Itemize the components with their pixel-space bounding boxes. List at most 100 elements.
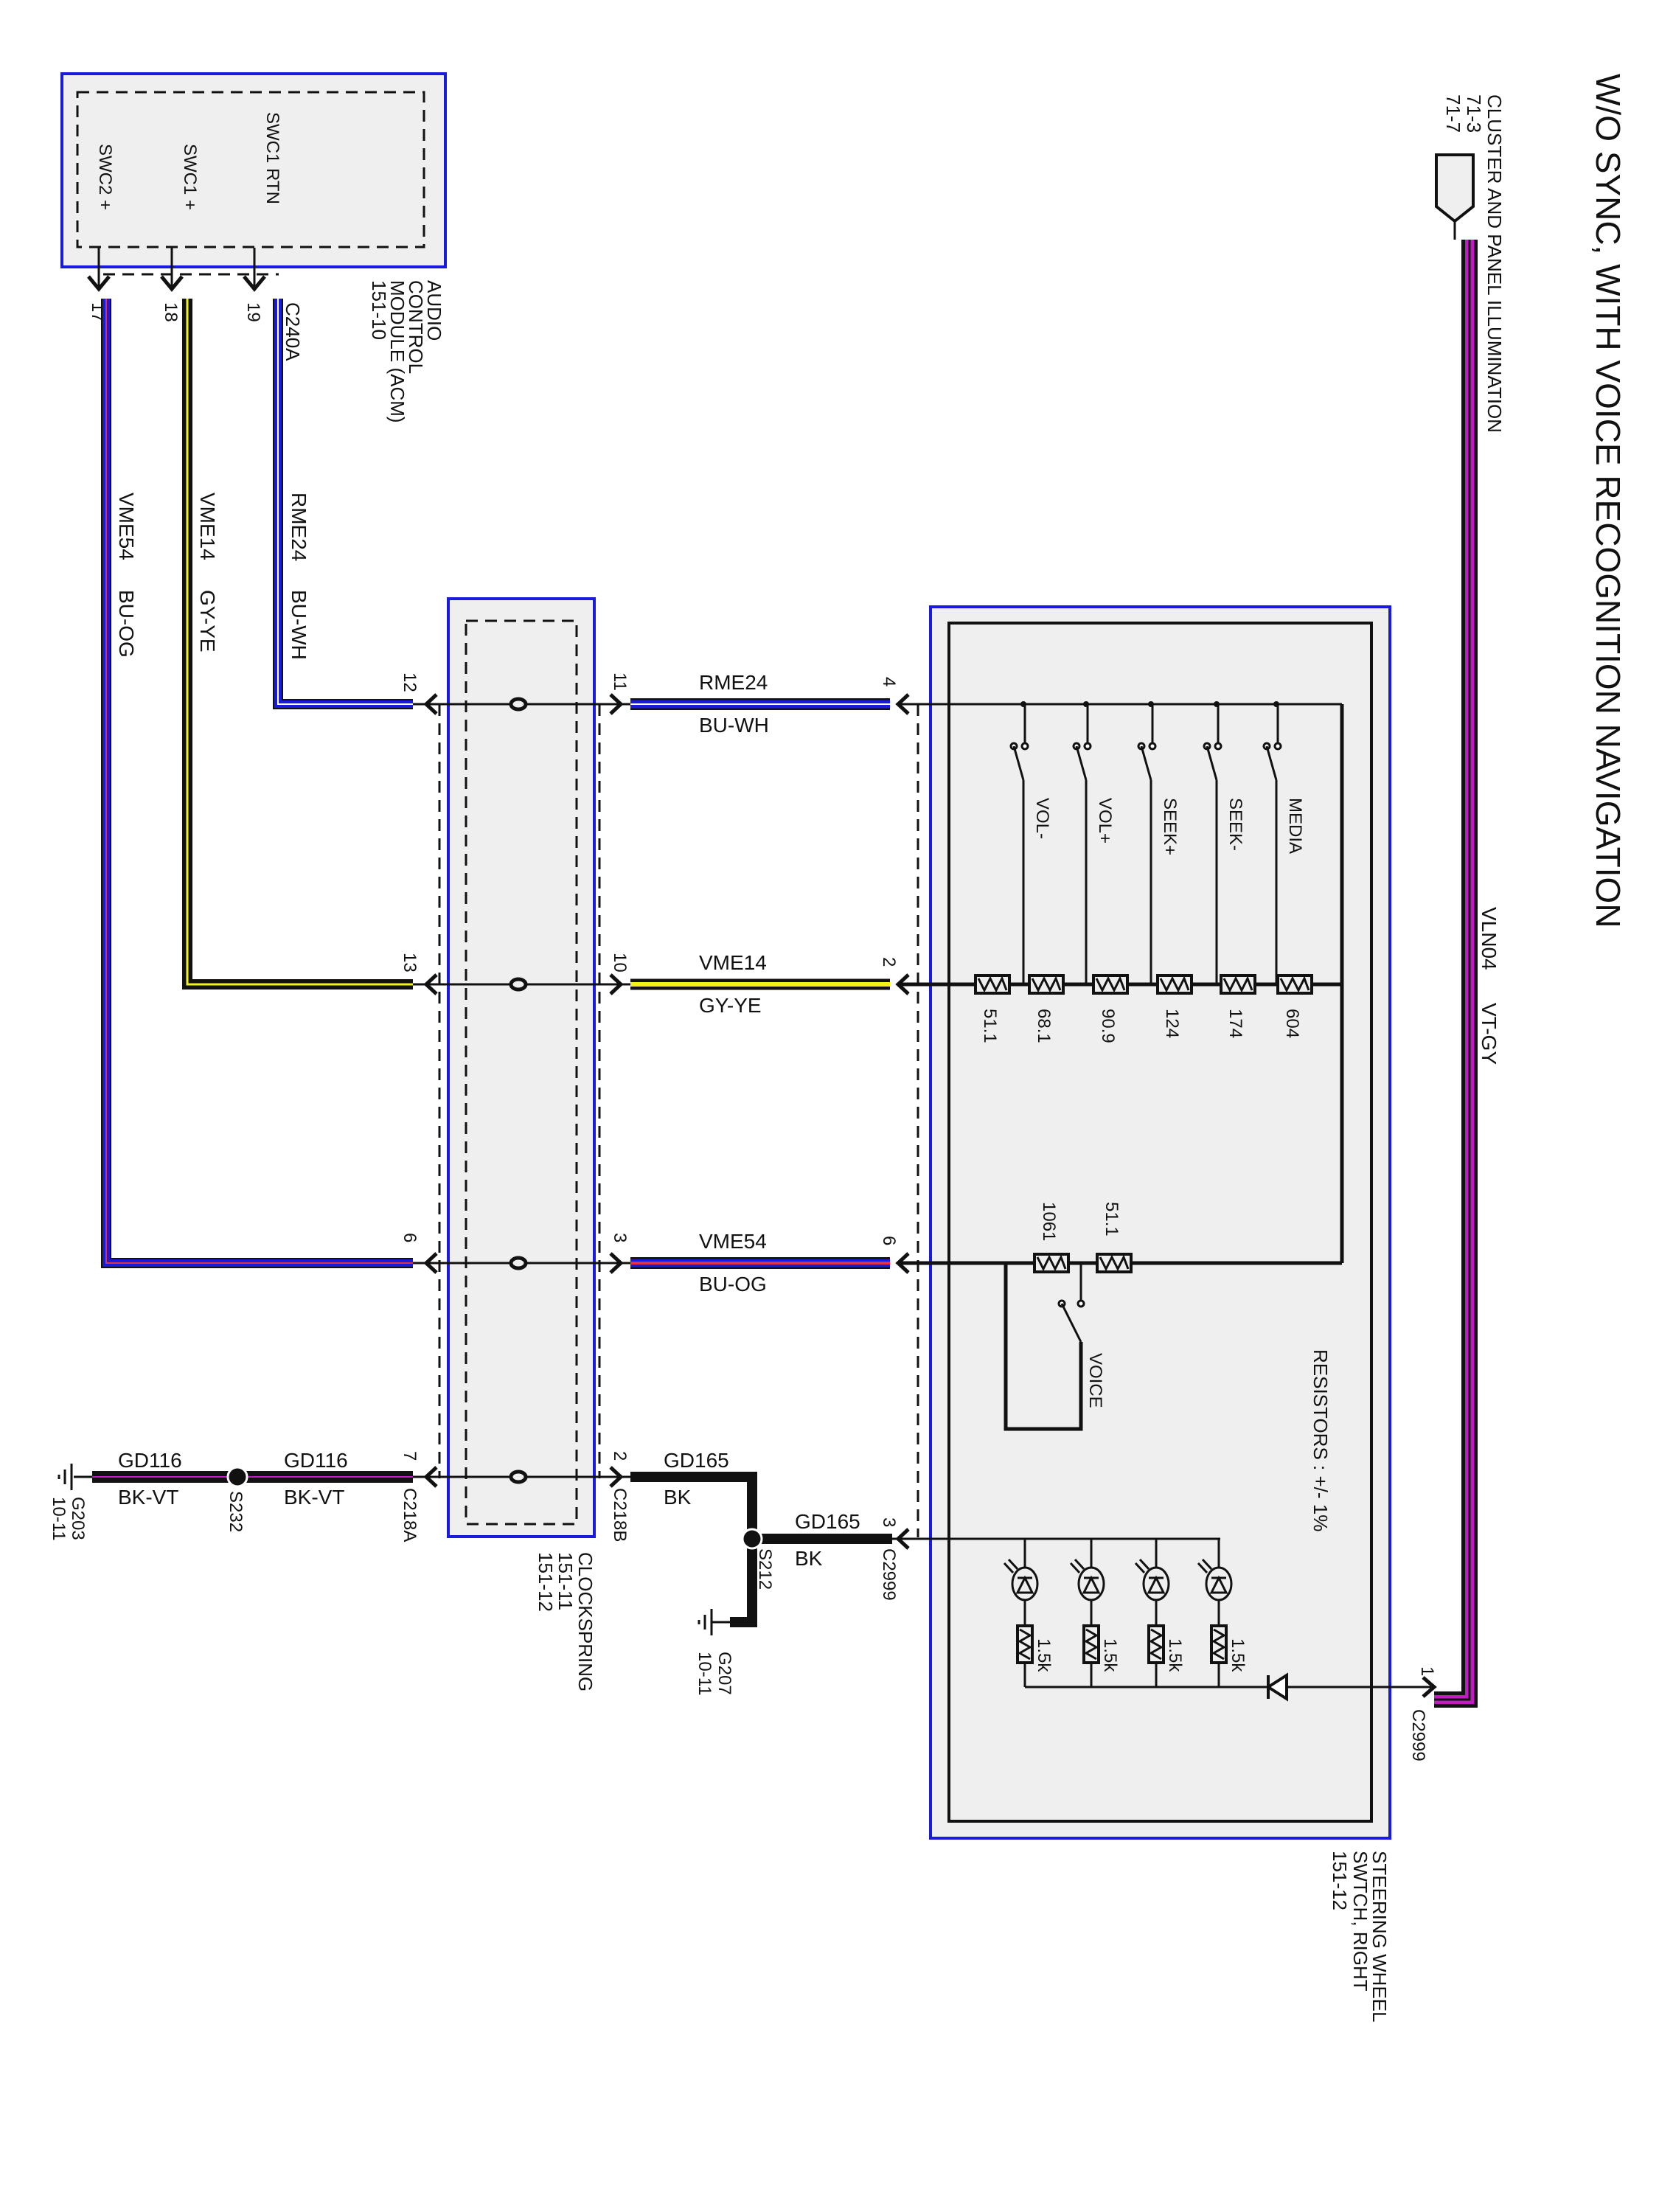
switch-pin-3: 3 bbox=[879, 1517, 899, 1527]
button-label-1: SEEK- bbox=[1225, 798, 1245, 851]
clockspring-left-connector-icon bbox=[423, 1252, 438, 1274]
led-resistor-value: 1.5k bbox=[1034, 1638, 1054, 1672]
wire-vme14-mid: VME14 GY-YE bbox=[630, 951, 890, 1017]
switch-illum-connector: C2999 bbox=[1408, 1709, 1428, 1761]
gd165-color-2: BK bbox=[795, 1547, 823, 1570]
clockspring-pin-right-2: 2 bbox=[610, 1451, 630, 1461]
ground-g203-ref: 10-11 bbox=[49, 1497, 69, 1541]
switch-pin-6: 6 bbox=[879, 1236, 899, 1245]
wire-vme14-left-color: GY-YE bbox=[196, 590, 219, 653]
acm-pin-label-swc1-rtn: SWC1 RTN bbox=[262, 112, 282, 204]
voice-resistor-value: 51.1 bbox=[1102, 1202, 1121, 1237]
switch-connector-icon bbox=[895, 973, 910, 995]
switch-name-line-2: SWTCH, RIGHT bbox=[1349, 1851, 1371, 1992]
switch-connector-pin3-label: C2999 bbox=[879, 1548, 899, 1601]
clockspring-connector-left: C218A bbox=[400, 1488, 420, 1542]
acm-name-line-4: 151-10 bbox=[368, 280, 390, 340]
ground-g207-icon bbox=[698, 1609, 730, 1635]
ladder-resistor-value: 68.1 bbox=[1034, 1009, 1054, 1043]
wire-vme54-left: VME54 BU-OG bbox=[101, 299, 413, 1268]
led-icon bbox=[1142, 1566, 1170, 1601]
clockspring-pin-left-13: 13 bbox=[400, 953, 420, 973]
wire-rme24-mid: RME24 BU-WH bbox=[630, 671, 890, 737]
wire-vln04: VLN04 VT-GY bbox=[1434, 240, 1500, 1708]
cluster-illumination-source: CLUSTER AND PANEL ILLUMINATION 71-3 71-7 bbox=[1435, 94, 1506, 433]
wire-vme14-mid-circuit: VME14 bbox=[699, 951, 767, 974]
wire-rme24-left-circuit: RME24 bbox=[288, 493, 310, 561]
gd116-color-1: BK-VT bbox=[118, 1486, 178, 1509]
wire-vme54-mid-color: BU-OG bbox=[699, 1273, 767, 1295]
resistor-tolerance-note: RESISTORS : +/- 1% bbox=[1310, 1349, 1332, 1531]
clockspring-left-connector-icon bbox=[423, 973, 438, 995]
cluster-ref-2: 71-7 bbox=[1442, 94, 1464, 133]
splice-s232-icon bbox=[226, 1466, 248, 1488]
acm-pin-label-swc2-plus: SWC2 + bbox=[95, 144, 115, 210]
switch-name-line-3: 151-12 bbox=[1329, 1851, 1351, 1910]
wire-rme24-mid-circuit: RME24 bbox=[699, 671, 768, 694]
button-label-0: MEDIA bbox=[1285, 798, 1305, 854]
diode-icon bbox=[1265, 1672, 1288, 1702]
voice-resistor-value: 1061 bbox=[1039, 1202, 1059, 1241]
clockspring-right-connector-icon bbox=[609, 693, 624, 715]
wire-vme14-left: VME14 GY-YE bbox=[182, 299, 413, 990]
voice-switch-icon bbox=[1060, 1303, 1082, 1343]
acm-pin18-connector-icon bbox=[160, 275, 184, 292]
ground-g203-icon bbox=[58, 1464, 73, 1490]
clockspring-coil-icon bbox=[509, 697, 528, 712]
switch-name-line-1: STEERING WHEEL bbox=[1368, 1851, 1391, 2023]
clockspring-connector-right: C218B bbox=[610, 1488, 630, 1542]
audio-control-module: SWC1 RTN SWC1 + SWC2 + 19 18 17 C240A AU… bbox=[60, 72, 447, 423]
switch-illum-pin: 1 bbox=[1417, 1666, 1437, 1676]
voice-label: VOICE bbox=[1085, 1353, 1105, 1408]
ground-gd165: GD165 BK GD165 BK S212 G207 10-11 bbox=[630, 1449, 903, 1696]
led-resistor-value: 1.5k bbox=[1228, 1638, 1248, 1672]
cluster-label: CLUSTER AND PANEL ILLUMINATION bbox=[1484, 94, 1506, 433]
ladder-resistor-value: 124 bbox=[1162, 1009, 1182, 1038]
clockspring-pin-right-3: 3 bbox=[610, 1233, 630, 1242]
wire-vme14-mid-color: GY-YE bbox=[699, 994, 762, 1017]
button-switch-seek-icon bbox=[1206, 745, 1218, 781]
gd165-circuit-1: GD165 bbox=[664, 1449, 729, 1472]
acm-pin17-connector-icon bbox=[87, 275, 111, 292]
splice-s212-label: S212 bbox=[755, 1548, 775, 1590]
switch-pin-2: 2 bbox=[879, 957, 899, 967]
acm-pin19-connector-icon bbox=[243, 275, 266, 292]
led-resistor-value: 1.5k bbox=[1165, 1638, 1185, 1672]
ground-g207-ref: 10-11 bbox=[695, 1652, 714, 1696]
button-label-3: VOL+ bbox=[1095, 798, 1115, 844]
clockspring-right-connector-icon bbox=[609, 973, 624, 995]
acm-pin-label-swc1-plus: SWC1 + bbox=[180, 144, 200, 210]
wire-vln04-color: VT-GY bbox=[1478, 1003, 1500, 1065]
button-switch-vol-icon bbox=[1075, 745, 1088, 781]
gd116-color-2: BK-VT bbox=[284, 1486, 344, 1509]
acm-connector-label: C240A bbox=[282, 302, 304, 361]
ground-gd116: GD116 BK-VT GD116 BK-VT S232 G203 10-11 bbox=[49, 1449, 435, 1541]
clockspring-pin-left-7: 7 bbox=[400, 1451, 420, 1461]
cluster-connector-icon bbox=[1435, 153, 1475, 223]
diagram-title: W/O SYNC, WITH VOICE RECOGNITION NAVIGAT… bbox=[1589, 74, 1627, 928]
clockspring-name-line-3: 151-12 bbox=[535, 1552, 557, 1612]
button-switch-mediaicon bbox=[1265, 745, 1278, 781]
acm-name-line-1: AUDIO bbox=[423, 280, 445, 341]
switch-connector-icon bbox=[895, 693, 910, 715]
clockspring-coil-icon bbox=[509, 977, 528, 992]
gd165-color-1: BK bbox=[664, 1486, 692, 1509]
wire-vln04-circuit: VLN04 bbox=[1478, 907, 1500, 970]
ladder-resistor-value: 90.9 bbox=[1098, 1009, 1118, 1043]
wire-vme54-left-color: BU-OG bbox=[115, 590, 138, 658]
ground-g207-label: G207 bbox=[714, 1652, 734, 1695]
wire-vme54-mid-circuit: VME54 bbox=[699, 1230, 767, 1253]
switch-illum-connector-icon bbox=[1422, 1676, 1437, 1698]
steering-wheel-switch: 4 2 6 3 C2999 60417412490.968.151.1MEDIA… bbox=[879, 605, 1437, 2023]
clockspring-name-line-1: CLOCKSPRING bbox=[574, 1552, 597, 1691]
acm-name-line-3: MODULE (ACM) bbox=[386, 280, 408, 423]
wire-rme24-left: RME24 BU-WH bbox=[273, 299, 413, 709]
clockspring-right-connector-icon bbox=[609, 1252, 624, 1274]
gd116-circuit-1: GD116 bbox=[118, 1449, 182, 1472]
led-icon bbox=[1011, 1566, 1039, 1601]
clockspring-pin-right-10: 10 bbox=[610, 953, 630, 973]
wire-vme54-mid: VME54 BU-OG bbox=[630, 1230, 890, 1295]
led-icon bbox=[1077, 1566, 1105, 1601]
ladder-resistor-value: 604 bbox=[1282, 1009, 1302, 1038]
